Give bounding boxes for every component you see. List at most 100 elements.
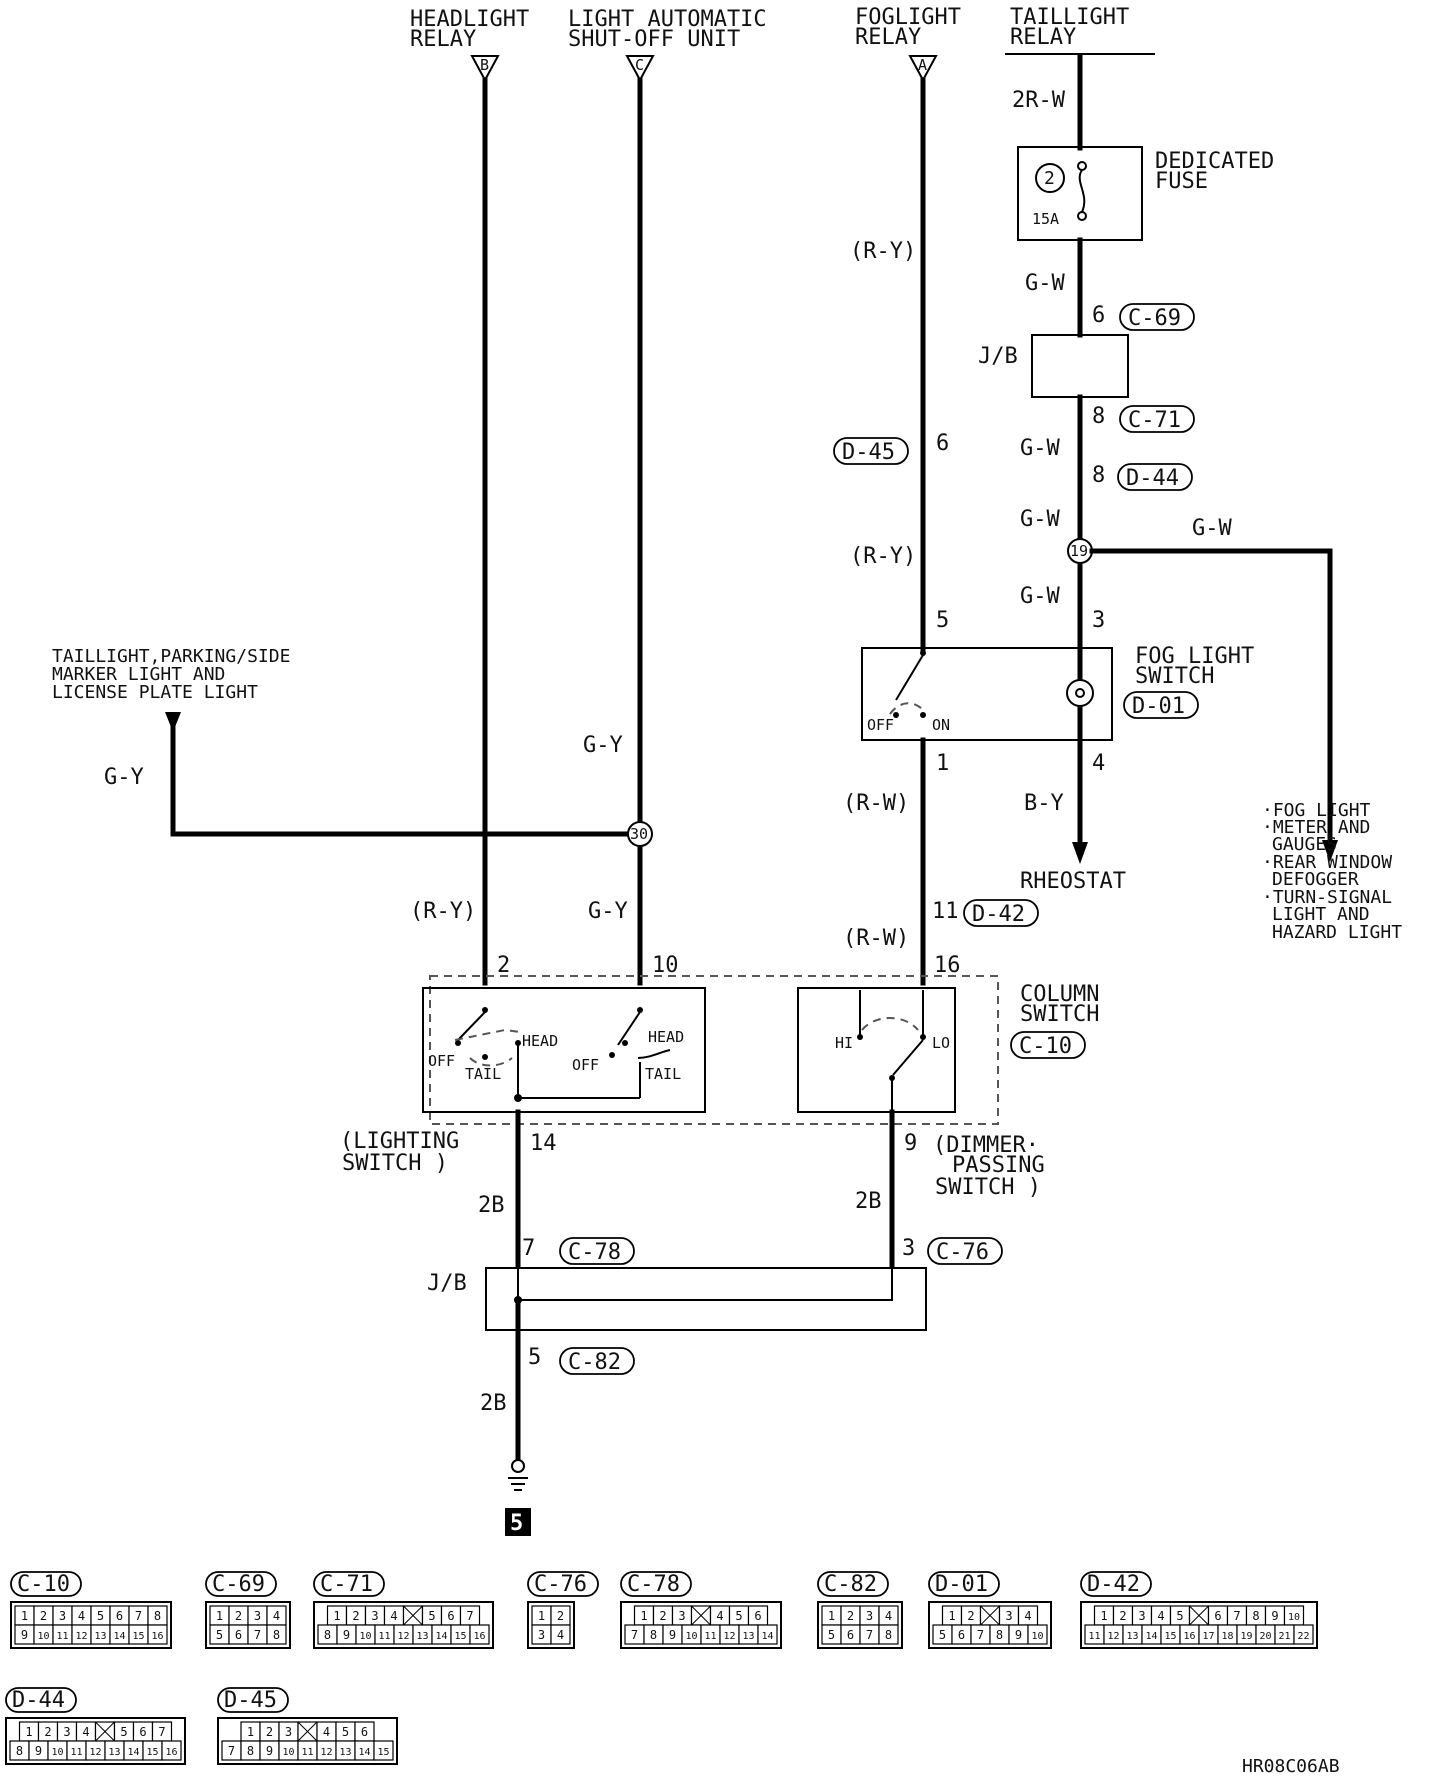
connector-pin-number: 5: [939, 1628, 946, 1642]
connector-pin-number: 2: [235, 1609, 242, 1623]
taillight-relay-label: TAILLIGHT: [1010, 5, 1129, 30]
source-triangle-a: A: [908, 55, 938, 83]
connector-pin-number: 1: [333, 1609, 340, 1623]
column-switch-title: COLUMN: [1020, 982, 1099, 1007]
pin-14: 14: [530, 1131, 557, 1156]
connector-pin-number: 1: [640, 1609, 647, 1623]
connector-pin-number: 3: [59, 1609, 66, 1623]
connector-pin-number: 1: [1100, 1609, 1107, 1623]
wire-color-2b-2: 2B: [855, 1189, 882, 1214]
connector-pin-number: 11: [1088, 1631, 1100, 1642]
wire-color-gy-bot: G-Y: [588, 899, 628, 924]
connector-pin-number: 9: [266, 1744, 273, 1758]
junction-block-upper: [1031, 334, 1129, 398]
connector-pin-number: 1: [25, 1725, 32, 1739]
connector-pin-number: 2: [44, 1725, 51, 1739]
connector-tag-d45: D-45: [833, 437, 909, 465]
connector-pin-number: 5: [97, 1609, 104, 1623]
wire-color-gy-top: G-Y: [583, 733, 623, 758]
connector-pin-number: 12: [1107, 1631, 1119, 1642]
connector-tag-d44: D-44: [1117, 463, 1193, 491]
connector-tag-d01: D-01: [1123, 691, 1199, 719]
rheostat-label: RHEOSTAT: [1020, 869, 1126, 894]
connector-pin-number: 9: [343, 1628, 350, 1642]
connector-pin-number: 5: [428, 1609, 435, 1623]
ground-number-badge: 5: [505, 1508, 531, 1536]
headlight-relay-label: HEADLIGHT: [410, 7, 529, 32]
connector-pin-number: 12: [723, 1631, 735, 1642]
connector-pin-number: 7: [466, 1609, 473, 1623]
lighting-off-2: OFF: [572, 1056, 599, 1074]
connector-pin-number: 2: [557, 1609, 564, 1623]
dedicated-fuse: 2 15A: [1017, 146, 1143, 241]
auto-shutoff-label-2: SHUT-OFF UNIT: [568, 27, 740, 52]
pin-7: 7: [522, 1236, 535, 1261]
connector-pin-number: 8: [154, 1609, 161, 1623]
connector-pin-number: 14: [435, 1631, 447, 1642]
connector-pin-number: 8: [1252, 1609, 1259, 1623]
branch-dest-8: HAZARD LIGHT: [1272, 922, 1402, 943]
connector-pin-number: 9: [1271, 1609, 1278, 1623]
connector-pin-number: 16: [165, 1747, 177, 1758]
pin-3b: 3: [902, 1236, 915, 1261]
connector-pin-number: 10: [1288, 1612, 1300, 1623]
wire-gy-left: [170, 719, 633, 837]
connector-pin-number: 5: [342, 1725, 349, 1739]
column-switch: OFF TAIL HEAD OFF TAIL HEAD HI LO: [422, 975, 999, 1125]
svg-text:D-01: D-01: [1132, 694, 1185, 719]
connector-pin-number: 6: [1214, 1609, 1221, 1623]
connector-pin-number: 3: [1005, 1609, 1012, 1623]
figure-code: HR08C06AB: [1242, 1756, 1340, 1777]
taillight-dest-1: TAILLIGHT,PARKING/SIDE: [52, 646, 290, 667]
connector-pin-number: 17: [1202, 1631, 1214, 1642]
connector-pin-number: 19: [1240, 1631, 1252, 1642]
connector-pin-number: 12: [75, 1631, 87, 1642]
pin-4: 4: [1092, 751, 1105, 776]
connector-pin-number: 2: [847, 1609, 854, 1623]
svg-text:C-76: C-76: [936, 1240, 989, 1265]
connector-pin-number: 13: [108, 1747, 120, 1758]
branch-dest-1: ·FOG LIGHT: [1262, 800, 1371, 821]
branch-dest-4: ·REAR WINDOW: [1262, 852, 1392, 873]
lighting-off-1: OFF: [428, 1052, 455, 1070]
lighting-head-1: HEAD: [522, 1032, 558, 1050]
connector-pin-number: 5: [828, 1628, 835, 1642]
connector-pin-number: 21: [1278, 1631, 1290, 1642]
connector-pin-number: 8: [324, 1628, 331, 1642]
connector-tag-c71: C-71: [1119, 405, 1195, 433]
taillight-relay-label-2: RELAY: [1010, 25, 1076, 50]
connector-pin-number: 16: [1183, 1631, 1195, 1642]
wire-color-2b-1: 2B: [478, 1193, 505, 1218]
connector-pin-number: 9: [21, 1628, 28, 1642]
connector-pin-number: 13: [1126, 1631, 1138, 1642]
connector-pin-number: 6: [447, 1609, 454, 1623]
connector-view-label: C-76: [534, 1572, 587, 1597]
connector-pin-number: 16: [151, 1631, 163, 1642]
connector-pin-number: 15: [146, 1747, 158, 1758]
connector-pin-number: 6: [847, 1628, 854, 1642]
connector-pin-number: 10: [282, 1747, 294, 1758]
connector-pin-number: 14: [113, 1631, 125, 1642]
pin-8a: 8: [1092, 404, 1105, 429]
pin-5b: 5: [528, 1345, 541, 1370]
svg-text:C-71: C-71: [1128, 408, 1181, 433]
connector-pin-number: 4: [323, 1725, 330, 1739]
source-triangle-b: B: [470, 55, 500, 83]
svg-text:C-82: C-82: [568, 1350, 621, 1375]
connector-pin-number: 6: [139, 1725, 146, 1739]
connector-pin-number: 12: [397, 1631, 409, 1642]
svg-text:C-69: C-69: [1128, 306, 1181, 331]
connector-pin-number: 4: [82, 1725, 89, 1739]
connector-pin-number: 5: [1176, 1609, 1183, 1623]
pin-6b: 6: [936, 431, 949, 456]
lighting-tail-2: TAIL: [645, 1065, 681, 1083]
connector-pin-number: 4: [716, 1609, 723, 1623]
connector-pin-number: 12: [320, 1747, 332, 1758]
connector-tag-c69: C-69: [1119, 303, 1195, 331]
pin-5: 5: [936, 608, 949, 633]
